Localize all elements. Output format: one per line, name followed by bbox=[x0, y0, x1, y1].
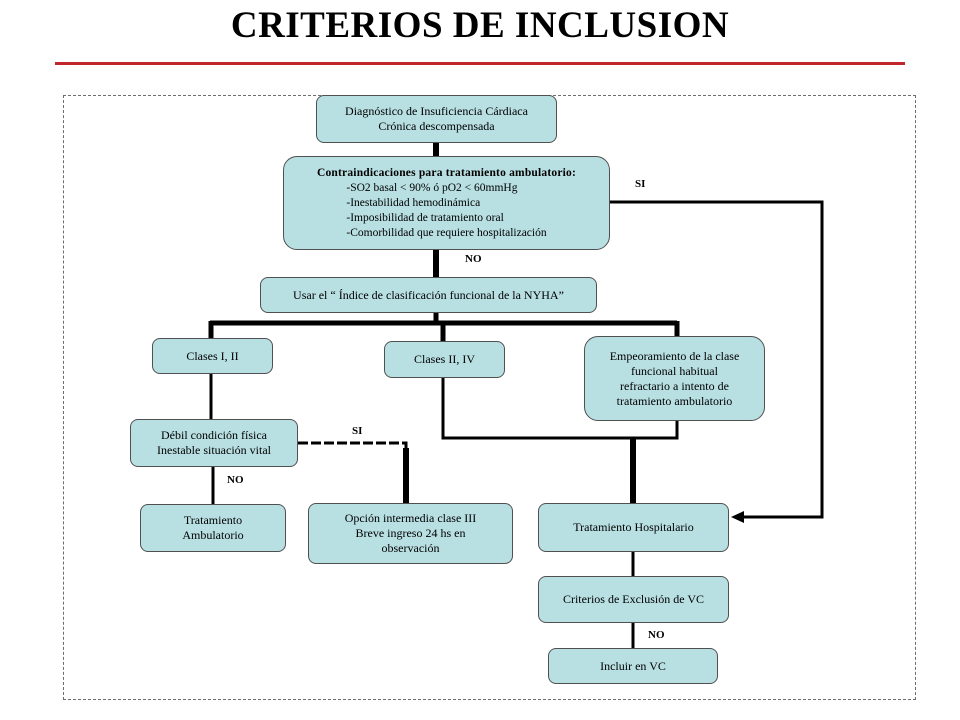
contraindicacion-item: -SO2 basal < 90% ó pO2 < 60mmHg bbox=[346, 181, 518, 194]
contraindicacion-item: -Comorbilidad que requiere hospitalizaci… bbox=[346, 226, 547, 239]
node-opcion-intermedia-line1: Opción intermedia clase III bbox=[344, 511, 477, 525]
node-opcion-intermedia: Opción intermedia clase III Breve ingres… bbox=[308, 503, 513, 564]
node-tratamiento-ambulatorio-line2: Ambulatorio bbox=[182, 528, 244, 542]
node-diagnostico-line2: Crónica descompensada bbox=[378, 119, 495, 133]
node-empeoramiento-line3: refractario a intento de bbox=[620, 378, 729, 393]
node-incluir-vc: Incluir en VC bbox=[548, 648, 718, 684]
node-clases-1-2-text: Clases I, II bbox=[186, 348, 239, 363]
node-contraindicaciones-heading: Contraindicaciones para tratamiento ambu… bbox=[316, 166, 577, 179]
node-empeoramiento-line2: funcional habitual bbox=[631, 363, 718, 378]
node-clases-2-4: Clases II, IV bbox=[384, 341, 505, 378]
node-empeoramiento-line4: tratamiento ambulatorio bbox=[616, 393, 733, 408]
connector-debil-intermedia bbox=[298, 441, 408, 503]
node-tratamiento-ambulatorio: Tratamiento Ambulatorio bbox=[140, 504, 286, 552]
node-criterios-exclusion-text: Criterios de Exclusión de VC bbox=[562, 592, 705, 606]
node-tratamiento-hospitalario: Tratamiento Hospitalario bbox=[538, 503, 729, 552]
label-no-left: NO bbox=[227, 474, 244, 486]
node-empeoramiento: Empeoramiento de la clase funcional habi… bbox=[584, 336, 765, 421]
node-debil-line2: Inestable situación vital bbox=[157, 443, 271, 457]
node-nyha-text: Usar el “ Índice de clasificación funcio… bbox=[293, 287, 564, 302]
label-si-mid: SI bbox=[352, 425, 363, 437]
contraindicacion-item: -Imposibilidad de tratamiento oral bbox=[346, 211, 504, 224]
connector-clases24-merge bbox=[441, 378, 679, 440]
title-underline bbox=[55, 62, 905, 65]
page-title: CRITERIOS DE INCLUSION bbox=[230, 5, 730, 46]
node-opcion-intermedia-line3: observación bbox=[381, 541, 440, 555]
label-si-top: SI bbox=[635, 178, 646, 190]
node-contraindicaciones: Contraindicaciones para tratamiento ambu… bbox=[283, 156, 610, 250]
node-tratamiento-ambulatorio-line1: Tratamiento bbox=[183, 513, 243, 527]
node-nyha: Usar el “ Índice de clasificación funcio… bbox=[260, 277, 597, 313]
node-debil: Débil condición física Inestable situaci… bbox=[130, 419, 298, 467]
node-criterios-exclusion: Criterios de Exclusión de VC bbox=[538, 576, 729, 623]
node-diagnostico-line1: Diagnóstico de Insuficiencia Cárdiaca bbox=[345, 104, 528, 118]
contraindicacion-item: -Inestabilidad hemodinámica bbox=[346, 196, 481, 209]
arrowhead-hospitalario bbox=[731, 511, 744, 523]
node-clases-2-4-text: Clases II, IV bbox=[414, 352, 475, 366]
node-opcion-intermedia-line2: Breve ingreso 24 hs en bbox=[355, 526, 466, 540]
label-no-top: NO bbox=[465, 253, 482, 265]
connector-contra-si-path bbox=[610, 200, 824, 519]
node-clases-1-2: Clases I, II bbox=[152, 338, 273, 374]
node-incluir-vc-text: Incluir en VC bbox=[600, 658, 666, 673]
node-tratamiento-hospitalario-text: Tratamiento Hospitalario bbox=[573, 520, 694, 534]
node-diagnostico: Diagnóstico de Insuficiencia Cárdiaca Cr… bbox=[316, 95, 557, 143]
contraindicaciones-list: -SO2 basal < 90% ó pO2 < 60mmHg -Inestab… bbox=[346, 181, 546, 241]
label-no-bottom: NO bbox=[648, 629, 665, 641]
node-debil-line1: Débil condición física bbox=[161, 428, 267, 442]
node-empeoramiento-line1: Empeoramiento de la clase bbox=[609, 348, 740, 363]
